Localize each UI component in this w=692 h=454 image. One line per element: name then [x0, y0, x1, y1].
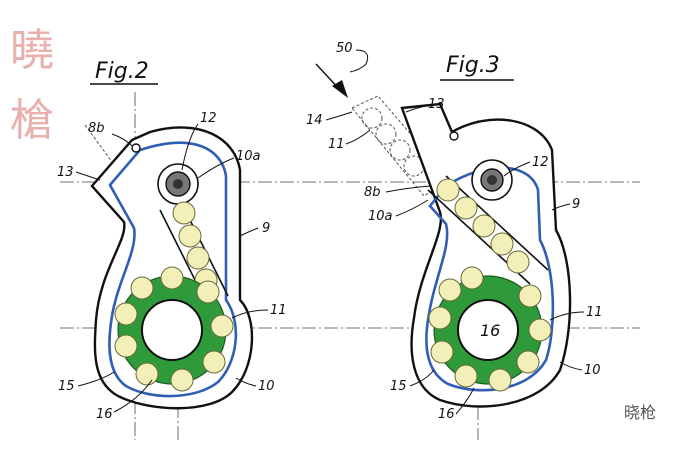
- watermark-char-2: 槍: [10, 95, 54, 146]
- fig3-leader-11-top: [345, 129, 371, 145]
- fig3-label-50: 50: [336, 41, 353, 56]
- fig2-label-15: 15: [58, 379, 75, 394]
- fig3-hub: [457, 299, 519, 361]
- fig2-leader-13: [75, 171, 101, 181]
- fig3-leader-11: [549, 311, 585, 321]
- fig3-label-15: 15: [390, 379, 407, 394]
- watermark-corner-text: 晓枪: [624, 403, 656, 422]
- fig2-label-10: 10: [258, 379, 275, 394]
- ball: [528, 318, 552, 342]
- fig3-label-12: 12: [532, 155, 549, 170]
- ball: [210, 314, 234, 338]
- ghost-ball: [389, 139, 411, 161]
- ball: [130, 276, 154, 300]
- fig3-leader-12: [503, 161, 531, 177]
- fig3-leader-15: [409, 369, 435, 387]
- fig2-title: Fig.2: [95, 59, 149, 84]
- fig3-hinge-pin: [449, 131, 459, 141]
- watermark-char-1: 曉: [10, 25, 54, 76]
- fig3-label-10: 10: [584, 363, 601, 378]
- fig2-label-12: 12: [200, 111, 217, 126]
- fig2-label-9: 9: [262, 221, 270, 236]
- fig3-label-9: 9: [572, 197, 580, 212]
- fig3-leader-50: [349, 49, 369, 73]
- ball: [438, 278, 462, 302]
- fig3-magazine-outline: [351, 95, 451, 197]
- fig3-leader-8b: [385, 185, 431, 193]
- fig2-leader-9: [239, 227, 259, 237]
- ball: [114, 302, 138, 326]
- ball: [488, 368, 512, 392]
- ball: [186, 246, 210, 270]
- fig2-hinge-pin: [131, 143, 141, 153]
- fig3-label-11-top: 11: [328, 137, 345, 152]
- ball: [472, 214, 496, 238]
- figure-3: Fig.3 50: [306, 41, 603, 440]
- fig3-label-8b: 8b: [364, 185, 381, 200]
- fig2-label-10a: 10a: [236, 149, 261, 164]
- fig2-leader-11: [231, 309, 269, 319]
- fig2-label-16: 16: [96, 407, 113, 422]
- ball: [170, 368, 194, 392]
- ball: [114, 334, 138, 358]
- fig2-hub: [141, 299, 203, 361]
- fig3-feed-wall-right: [445, 175, 549, 271]
- ball: [172, 201, 196, 225]
- ball: [428, 306, 452, 330]
- ball: [490, 232, 514, 256]
- fig3-leader-9: [551, 203, 571, 211]
- fig3-feed-balls: [436, 178, 530, 274]
- fig3-leader-13: [405, 105, 427, 113]
- ball: [454, 196, 478, 220]
- fig2-leader-10a: [197, 157, 235, 179]
- fig2-leader-16: [113, 379, 153, 413]
- fig3-label-10a: 10a: [368, 209, 393, 224]
- fig3-label-11: 11: [586, 305, 603, 320]
- ball: [454, 364, 478, 388]
- fig3-ring-balls: [428, 266, 552, 392]
- ball: [196, 280, 220, 304]
- fig2-leader-10: [235, 377, 257, 387]
- ball: [516, 350, 540, 374]
- fig3-label-16-center: 16: [480, 321, 500, 340]
- fig3-leader-10a: [395, 199, 429, 217]
- fig3-title: Fig.3: [446, 53, 500, 78]
- ball: [160, 266, 184, 290]
- fig2-leader-8b: [111, 133, 133, 147]
- ghost-ball: [375, 123, 397, 145]
- fig3-magazine-phantom: [351, 95, 451, 197]
- ball: [178, 224, 202, 248]
- fig3-leader-10: [559, 361, 583, 371]
- fig3-label-13: 13: [428, 97, 445, 112]
- fig3-arrow-head-icon: [332, 80, 348, 98]
- figure-2: Fig.2: [57, 59, 640, 440]
- ball: [202, 350, 226, 374]
- ball: [436, 178, 460, 202]
- ball: [460, 266, 484, 290]
- fig3-rotor-axle: [487, 175, 497, 185]
- ghost-ball: [361, 107, 383, 129]
- fig3-label-16: 16: [438, 407, 455, 422]
- fig2-label-11: 11: [270, 303, 287, 318]
- fig2-ring-balls: [114, 266, 234, 392]
- fig3-leader-14: [325, 111, 353, 121]
- ball: [135, 362, 159, 386]
- fig3-leader-16: [455, 387, 475, 415]
- fig3-inner-channel: [425, 166, 555, 392]
- fig2-leader-12: [181, 123, 199, 171]
- fig2-label-8b: 8b: [88, 121, 105, 136]
- ball: [518, 284, 542, 308]
- fig2-inner-channel: [108, 141, 238, 398]
- ball: [430, 340, 454, 364]
- fig2-leader-15: [77, 371, 115, 387]
- fig2-rotor-axle: [173, 179, 183, 189]
- fig2-label-13: 13: [57, 165, 74, 180]
- fig3-label-14: 14: [306, 113, 323, 128]
- ball: [506, 250, 530, 274]
